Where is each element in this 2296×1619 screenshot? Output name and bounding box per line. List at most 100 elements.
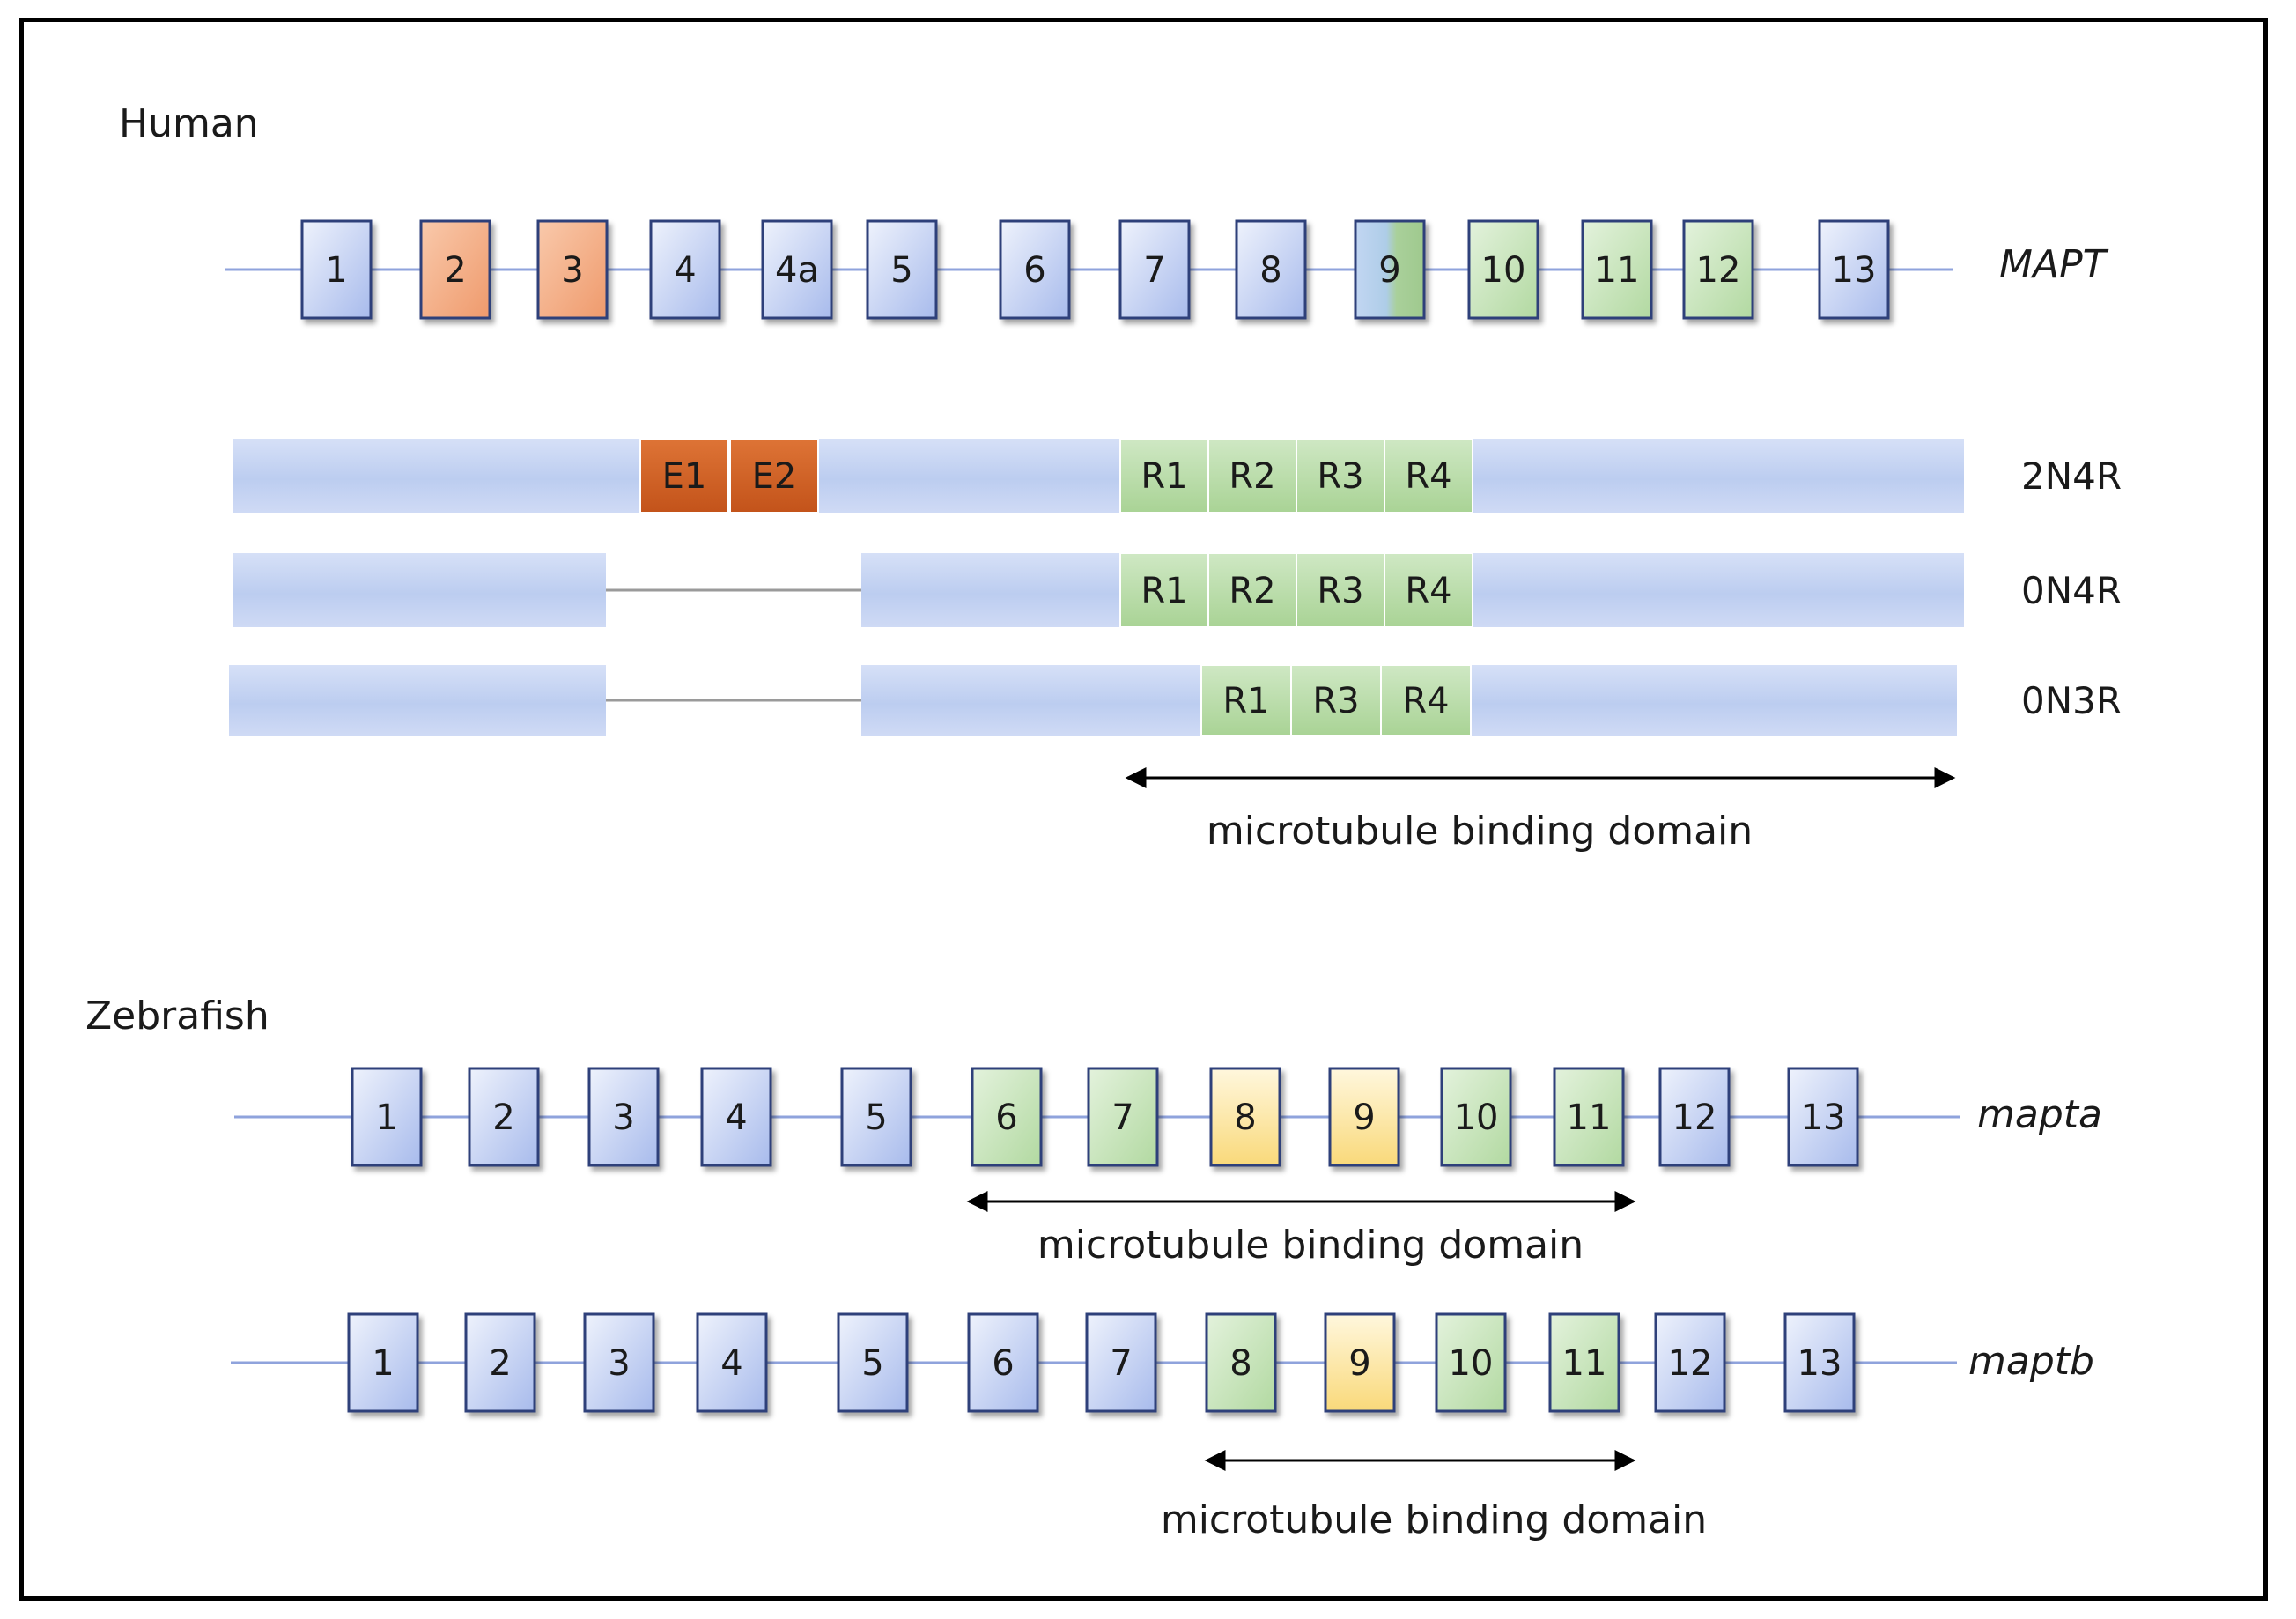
exon-label: 1 bbox=[325, 250, 347, 291]
exon-box bbox=[1209, 1067, 1281, 1167]
exon-label: 2 bbox=[492, 1098, 514, 1138]
exon-label: 2 bbox=[489, 1343, 511, 1384]
exon-box bbox=[1581, 219, 1653, 320]
repeat-domain bbox=[1200, 664, 1292, 736]
exon-label: 7 bbox=[1111, 1098, 1133, 1138]
exon-label: 4a bbox=[775, 250, 819, 291]
exon-box bbox=[1467, 219, 1539, 320]
exon-label: 2 bbox=[444, 250, 466, 291]
repeat-domain-label: R3 bbox=[1317, 571, 1363, 611]
exon-label: 3 bbox=[561, 250, 583, 291]
exon-label: 11 bbox=[1567, 1098, 1612, 1138]
mapta-domain-label: microtubule binding domain bbox=[1037, 1223, 1584, 1268]
maptb-gene-name: maptb bbox=[1968, 1339, 2094, 1384]
exon-label: 6 bbox=[1023, 250, 1045, 291]
repeat-domain bbox=[1380, 664, 1472, 736]
repeat-domain bbox=[1296, 438, 1385, 514]
repeat-domain bbox=[1119, 438, 1209, 514]
exon-label: 9 bbox=[1348, 1343, 1370, 1384]
exon-label: 12 bbox=[1668, 1343, 1713, 1384]
exon-box bbox=[837, 1312, 909, 1413]
repeat-domain-label: R4 bbox=[1402, 681, 1449, 721]
exon-box bbox=[1324, 1312, 1396, 1413]
repeat-domain bbox=[1296, 552, 1385, 628]
exon-box bbox=[300, 219, 373, 320]
exon-label: 7 bbox=[1143, 250, 1165, 291]
human-gene-name: MAPT bbox=[1999, 242, 2109, 287]
repeat-domain bbox=[1207, 552, 1297, 628]
exon-label: 10 bbox=[1454, 1098, 1499, 1138]
exon-label: 1 bbox=[375, 1098, 397, 1138]
exon-label: 5 bbox=[861, 1343, 883, 1384]
repeat-domain bbox=[1290, 664, 1382, 736]
exon-label: 6 bbox=[995, 1098, 1017, 1138]
repeat-domain-label: R4 bbox=[1405, 571, 1451, 611]
exon-box bbox=[587, 1067, 660, 1167]
exon-box bbox=[866, 219, 938, 320]
exon-box bbox=[1085, 1312, 1157, 1413]
exon-box bbox=[696, 1312, 768, 1413]
repeat-domain-label: R1 bbox=[1141, 456, 1187, 497]
exon-box bbox=[1435, 1312, 1507, 1413]
exon-box bbox=[1818, 219, 1890, 320]
n-terminal-insert bbox=[639, 438, 729, 514]
exon-label: 5 bbox=[865, 1098, 887, 1138]
isoform-name: 0N4R bbox=[2021, 569, 2122, 612]
exon-label: 9 bbox=[1353, 1098, 1375, 1138]
exon-box bbox=[1783, 1312, 1856, 1413]
exon-box bbox=[351, 1067, 423, 1167]
exon-label: 5 bbox=[890, 250, 912, 291]
exon-label: 10 bbox=[1449, 1343, 1494, 1384]
exon-box bbox=[583, 1312, 655, 1413]
exon-box bbox=[1440, 1067, 1512, 1167]
exon-label: 11 bbox=[1562, 1343, 1607, 1384]
exon-label: 8 bbox=[1259, 250, 1281, 291]
exon-box bbox=[967, 1312, 1039, 1413]
exon-box bbox=[971, 1067, 1043, 1167]
exon-box bbox=[419, 219, 491, 320]
repeat-domain bbox=[1119, 552, 1209, 628]
exon-box bbox=[1682, 219, 1754, 320]
exon-label: 7 bbox=[1110, 1343, 1132, 1384]
exon-box bbox=[1787, 1067, 1859, 1167]
exon-box bbox=[1548, 1312, 1620, 1413]
exon-label: 3 bbox=[612, 1098, 634, 1138]
exon-box bbox=[468, 1067, 540, 1167]
exon-box bbox=[1118, 219, 1191, 320]
exon-label: 13 bbox=[1801, 1098, 1846, 1138]
repeat-domain-label: R3 bbox=[1317, 456, 1363, 497]
exon-box bbox=[999, 219, 1071, 320]
exon-label: 4 bbox=[725, 1098, 747, 1138]
n-terminal-insert-label: E1 bbox=[662, 456, 707, 497]
exon-label: 12 bbox=[1672, 1098, 1717, 1138]
exon-label: 10 bbox=[1481, 250, 1526, 291]
exon-label: 1 bbox=[372, 1343, 394, 1384]
n-terminal-insert bbox=[729, 438, 819, 514]
exon-box bbox=[464, 1312, 536, 1413]
exon-box bbox=[700, 1067, 772, 1167]
exon-box bbox=[1087, 1067, 1159, 1167]
repeat-domain-label: R3 bbox=[1312, 681, 1359, 721]
isoform-0n3r: R1 R3 R4 0N3R bbox=[229, 664, 2122, 736]
repeat-domain-label: R4 bbox=[1405, 456, 1451, 497]
zebrafish-title: Zebrafish bbox=[85, 994, 269, 1039]
exon-label: 4 bbox=[720, 1343, 742, 1384]
exon-label: 9 bbox=[1378, 250, 1400, 291]
exon-label: 11 bbox=[1595, 250, 1640, 291]
isoform-name: 2N4R bbox=[2021, 455, 2122, 498]
exon-label: 3 bbox=[608, 1343, 630, 1384]
isoform-bar bbox=[233, 553, 606, 627]
repeat-domain-label: R1 bbox=[1141, 571, 1187, 611]
exon-box bbox=[1354, 219, 1426, 320]
exon-box bbox=[536, 219, 609, 320]
exon-box bbox=[1205, 1312, 1277, 1413]
repeat-domain-label: R1 bbox=[1222, 681, 1269, 721]
isoform-name: 0N3R bbox=[2021, 679, 2122, 722]
isoform-bar bbox=[229, 665, 606, 736]
exon-label: 4 bbox=[674, 250, 696, 291]
